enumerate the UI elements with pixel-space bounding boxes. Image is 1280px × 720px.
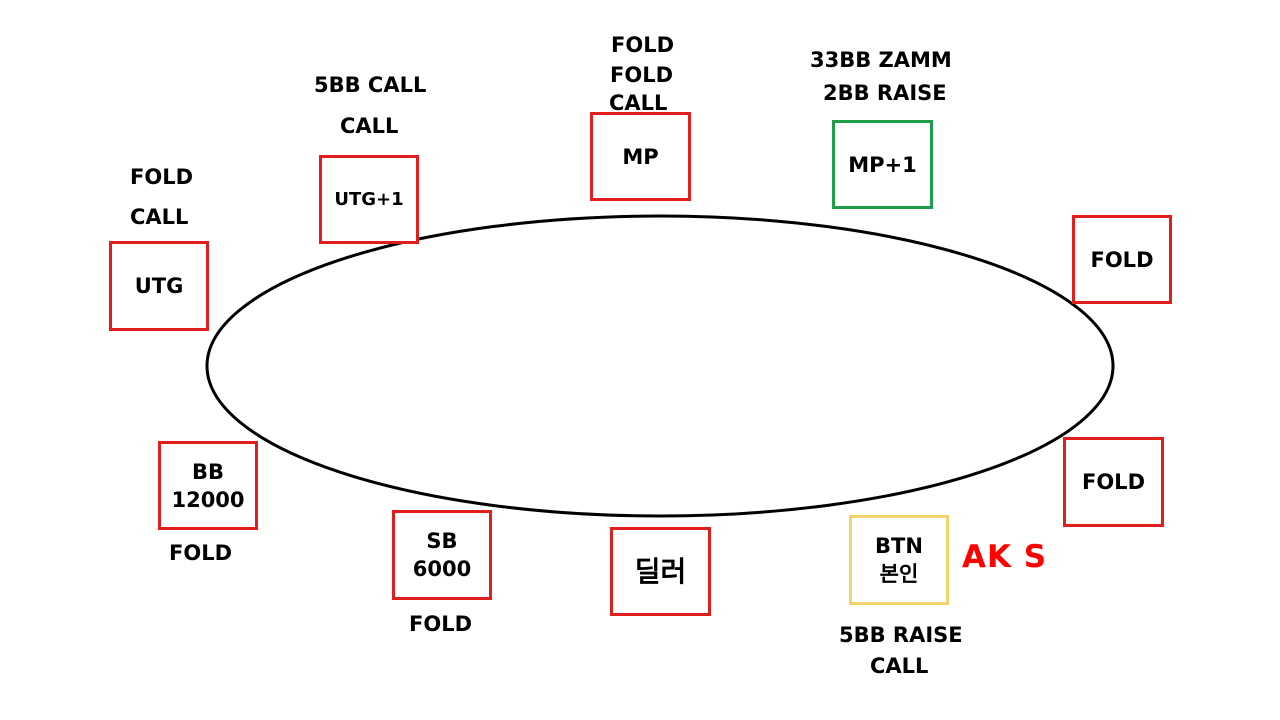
seat-bb-blind: 12000: [171, 487, 245, 512]
seat-mp[interactable]: MP: [590, 112, 691, 201]
btn-action-2: CALL: [870, 654, 929, 678]
seat-utg[interactable]: UTG: [109, 241, 209, 331]
seat-bb[interactable]: BB 12000: [158, 441, 258, 530]
bb-action: FOLD: [169, 541, 233, 565]
mp-action-3: CALL: [609, 91, 668, 115]
seat-utg1-label: UTG+1: [334, 188, 404, 210]
seat-right-upper-label: FOLD: [1090, 247, 1154, 272]
sb-action: FOLD: [409, 612, 473, 636]
table-outline: [205, 214, 1115, 518]
mp1-action-2: 2BB RAISE: [823, 81, 947, 105]
seat-sb-position: SB: [426, 529, 458, 553]
seat-dealer[interactable]: 딜러: [610, 527, 711, 616]
hero-hand: AK S: [962, 539, 1048, 575]
mp-action-1: FOLD: [611, 33, 675, 57]
seat-utg-label: UTG: [134, 274, 184, 298]
seat-btn-position: BTN: [875, 534, 923, 558]
utg1-action-2: CALL: [340, 114, 399, 138]
seat-mp1-label: MP+1: [848, 152, 917, 177]
seat-bb-position: BB: [191, 459, 224, 484]
seat-btn-hero: 본인: [879, 562, 919, 586]
seat-right-lower-label: FOLD: [1081, 470, 1145, 494]
seat-right-upper[interactable]: FOLD: [1072, 215, 1172, 304]
mp-action-2: FOLD: [610, 63, 674, 87]
seat-right-lower[interactable]: FOLD: [1063, 437, 1164, 527]
seat-btn[interactable]: BTN 본인: [849, 515, 949, 605]
mp1-action-1: 33BB ZAMM: [810, 48, 952, 72]
seat-sb[interactable]: SB 6000: [392, 510, 492, 600]
seat-mp1[interactable]: MP+1: [832, 120, 933, 209]
seat-mp-label: MP: [622, 144, 659, 169]
utg-action-1: FOLD: [130, 165, 194, 189]
btn-action-1: 5BB RAISE: [839, 623, 963, 647]
seat-sb-blind: 6000: [412, 557, 472, 581]
utg-action-2: CALL: [130, 205, 189, 229]
seat-utg1[interactable]: UTG+1: [319, 155, 419, 244]
seat-dealer-label: 딜러: [634, 554, 687, 588]
utg1-action-1: 5BB CALL: [314, 73, 427, 97]
